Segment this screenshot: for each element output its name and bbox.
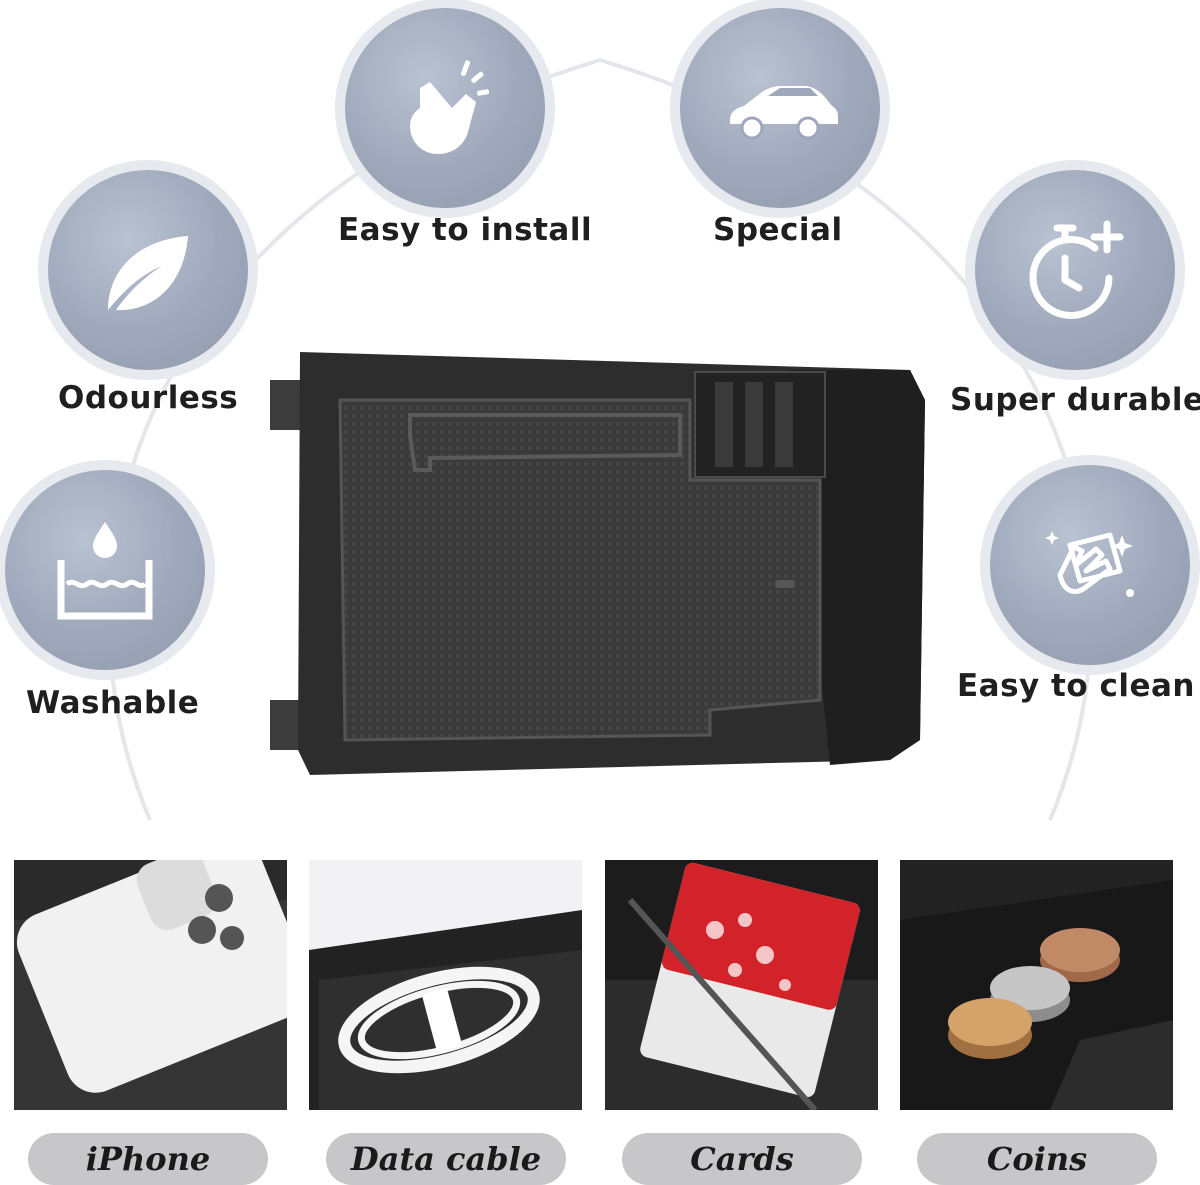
feature-easy-clean-circle xyxy=(990,465,1190,665)
feature-easy-clean-label: Easy to clean xyxy=(957,668,1195,704)
leaf-icon xyxy=(108,236,188,311)
use-label-data-cable: Data cable xyxy=(326,1133,566,1185)
water-basin-icon xyxy=(57,522,153,620)
use-photo-data-cable xyxy=(309,860,582,1110)
use-label-iphone: iPhone xyxy=(28,1133,268,1185)
car-icon xyxy=(730,86,838,140)
feature-special-circle xyxy=(680,8,880,208)
use-photo-iphone xyxy=(14,860,287,1110)
use-photo-cards xyxy=(605,860,878,1110)
phone-icon xyxy=(14,860,287,1110)
feature-washable-label: Washable xyxy=(26,685,200,721)
hand-cloth-icon xyxy=(1045,531,1134,597)
use-label-coins: Coins xyxy=(917,1133,1157,1185)
stopwatch-plus-icon xyxy=(1029,220,1124,319)
feature-easy-install-label: Easy to install xyxy=(338,212,593,248)
hand-snap-icon xyxy=(410,60,490,154)
console-organizer-tray xyxy=(270,352,925,775)
feature-odourless-label: Odourless xyxy=(58,380,239,416)
feature-easy-install-circle xyxy=(345,8,545,208)
feature-odourless-circle xyxy=(48,170,248,370)
use-label-cards: Cards xyxy=(622,1133,862,1185)
feature-washable-circle xyxy=(5,470,205,670)
feature-super-durable-label: Super durable xyxy=(950,382,1200,418)
use-photo-coins xyxy=(900,860,1173,1110)
feature-super-durable-circle xyxy=(975,170,1175,370)
card-icon xyxy=(605,860,878,1110)
cable-icon xyxy=(309,860,582,1110)
feature-special-label: Special xyxy=(713,212,843,248)
coins-icon xyxy=(900,860,1173,1110)
